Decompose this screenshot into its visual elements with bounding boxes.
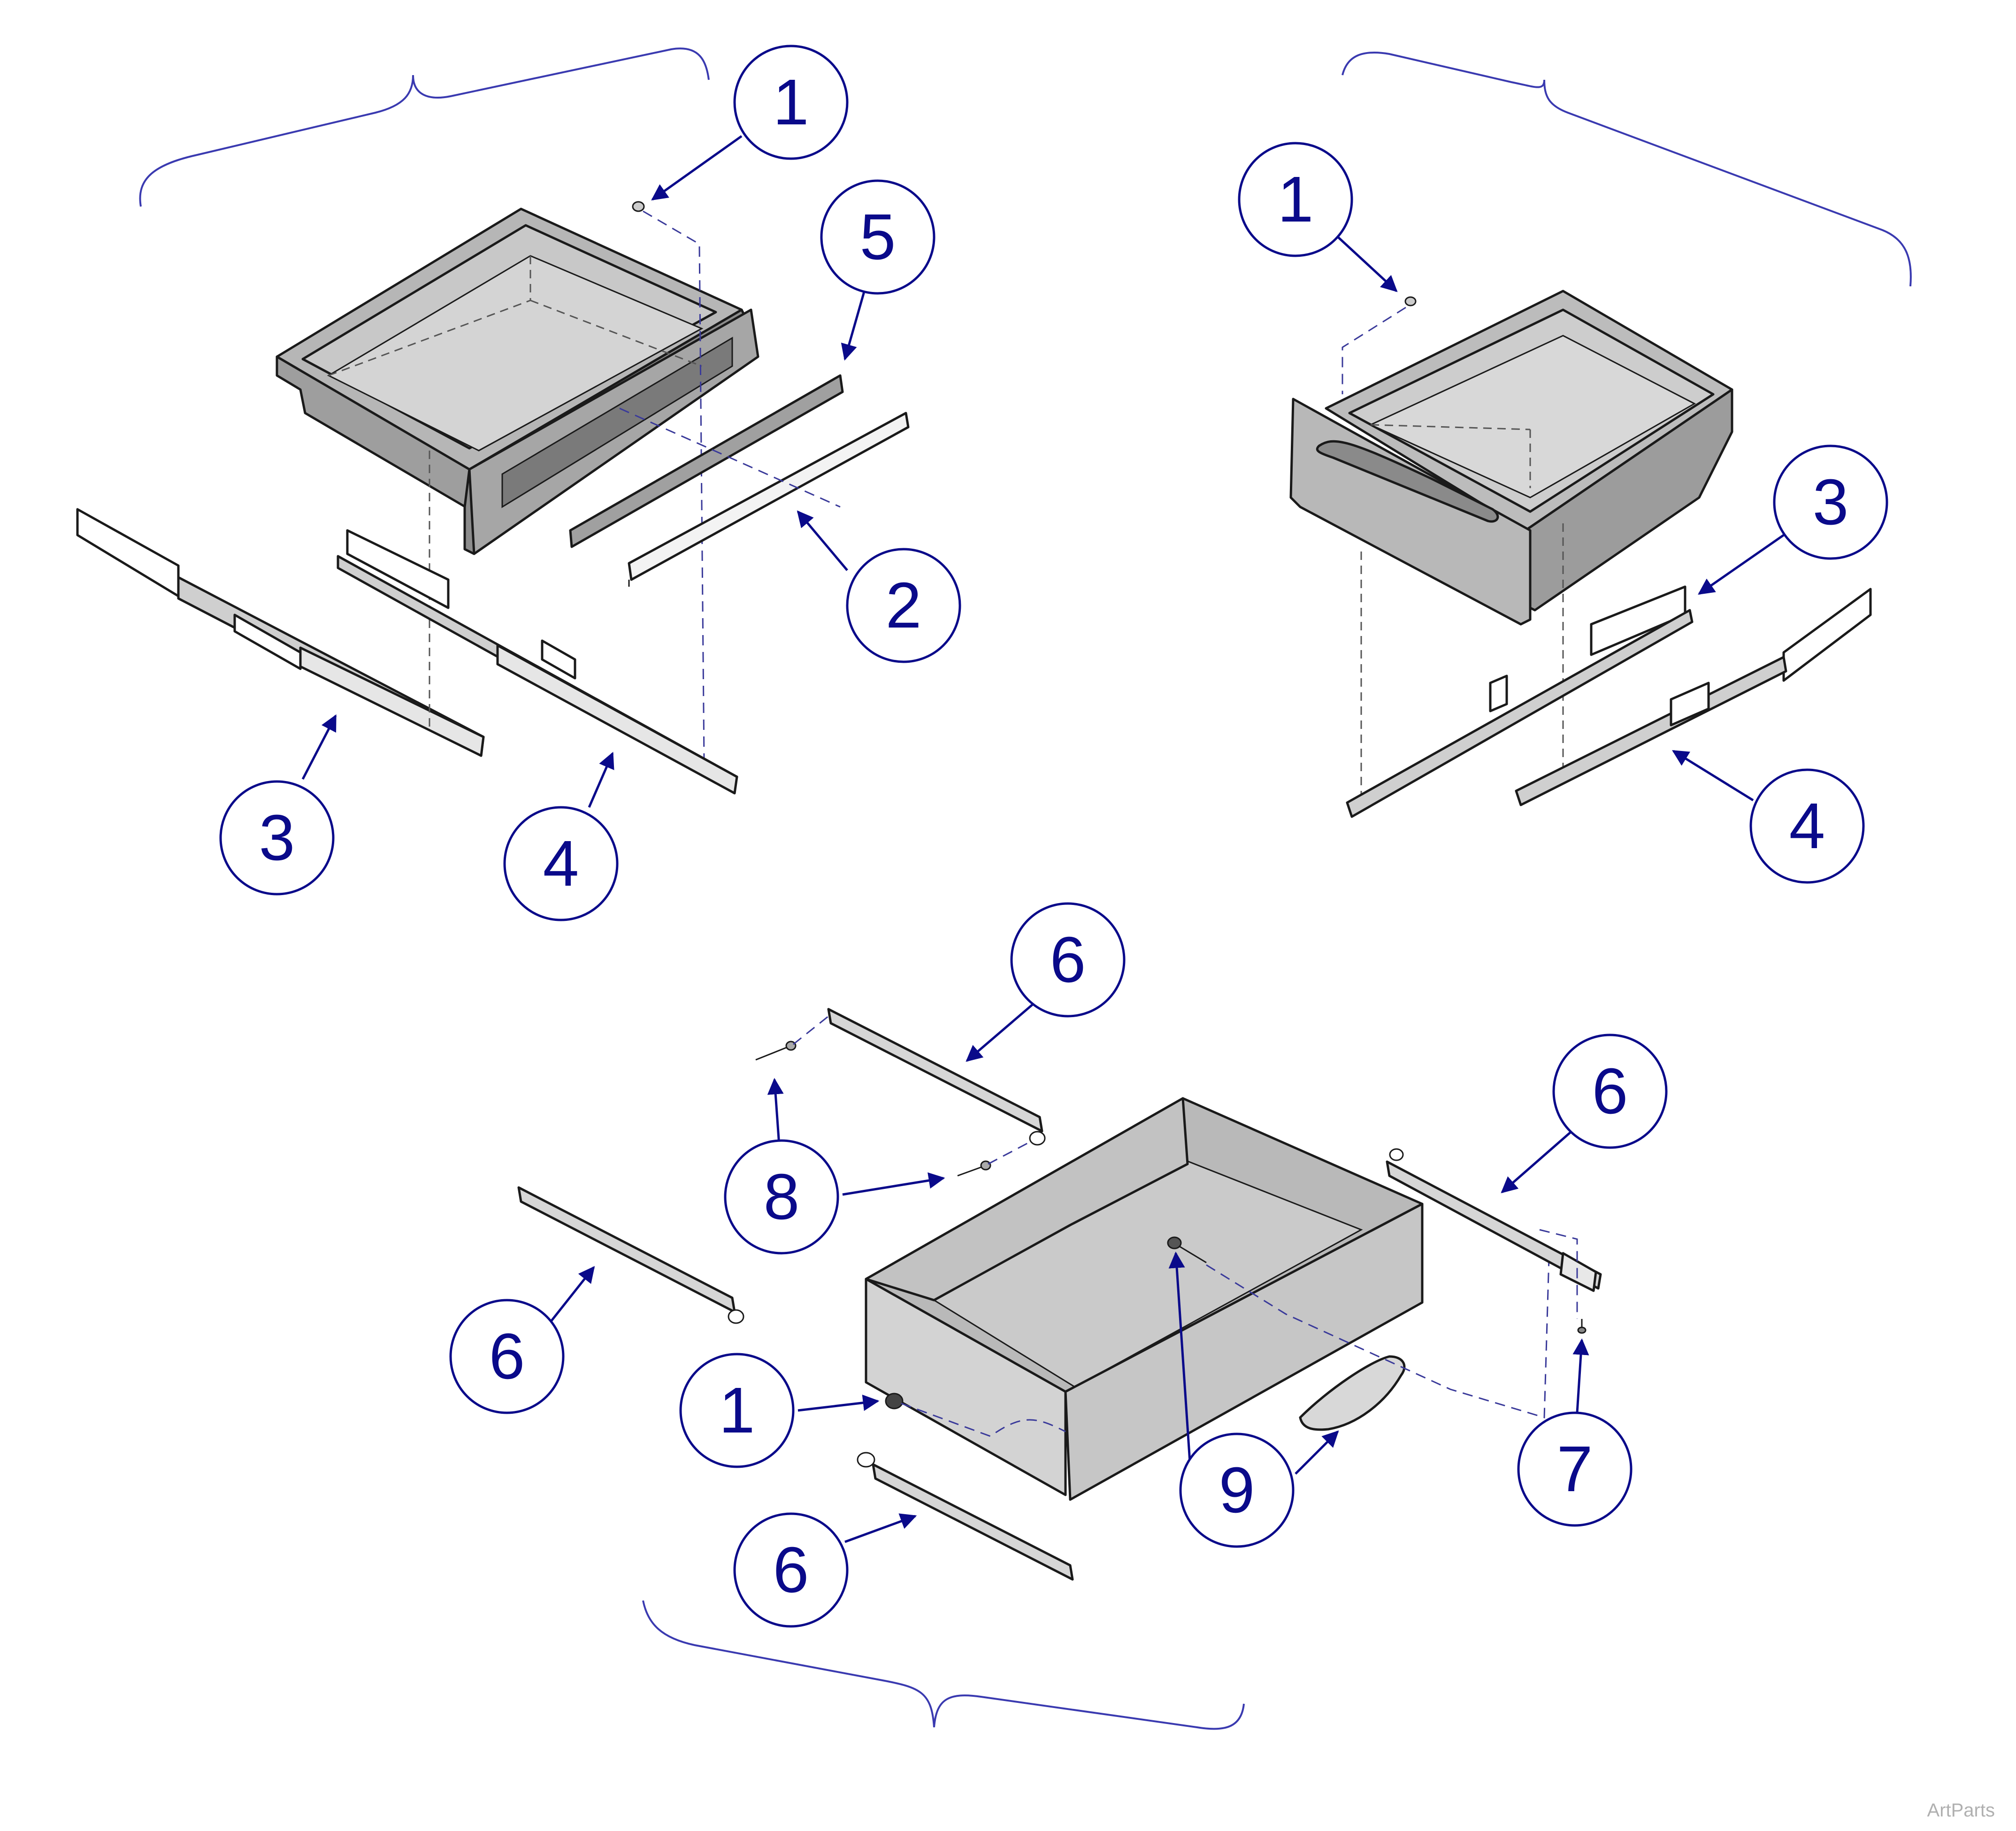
- callout-5-top-left: 5: [820, 179, 935, 295]
- callout-8-bottom: 8: [724, 1139, 839, 1255]
- watermark-text: ArtParts: [1927, 1800, 1995, 1821]
- drawer-tub-top-right: [1289, 290, 1733, 626]
- svg-text:3: 3: [259, 802, 295, 874]
- callout-7-bottom: 7: [1517, 1411, 1633, 1527]
- slide-rail-3-top-right: [1346, 585, 1694, 818]
- svg-text:8: 8: [764, 1161, 800, 1233]
- brace-top-left: [139, 47, 710, 207]
- callout-4-top-right: 4: [1749, 768, 1865, 884]
- drawer-tub-top-left: [276, 207, 759, 555]
- callout-6-bottom-left: 6: [449, 1299, 565, 1414]
- svg-text:1: 1: [773, 66, 809, 138]
- callout-4-top-left: 4: [503, 806, 619, 921]
- svg-text:2: 2: [886, 569, 922, 642]
- svg-text:9: 9: [1219, 1454, 1255, 1526]
- plug-top-left: [632, 201, 645, 212]
- slide-rail-4-top-left: [337, 529, 738, 795]
- callout-1-top-right: 1: [1238, 142, 1353, 257]
- screw-8-lower: [957, 1160, 991, 1177]
- slide-rail-3-top-left: [76, 451, 485, 757]
- callout-1-bottom: 1: [679, 1353, 795, 1468]
- callout-9-bottom: 9: [1179, 1433, 1295, 1548]
- svg-text:7: 7: [1557, 1433, 1593, 1505]
- plug-bottom: [885, 1393, 904, 1410]
- slide-member-6a: [827, 1008, 1046, 1146]
- screw-7: [1577, 1319, 1587, 1334]
- trim-strip-2: [628, 412, 910, 581]
- svg-text:6: 6: [773, 1534, 809, 1606]
- top-right-drawer-assembly: [1289, 290, 1872, 818]
- brace-top-right: [1341, 52, 1912, 287]
- screw-8-upper: [755, 1041, 797, 1061]
- wooden-drawer-box: [865, 1097, 1424, 1501]
- plug-top-right: [1404, 296, 1417, 306]
- svg-text:5: 5: [860, 201, 896, 273]
- callout-3-top-right: 3: [1773, 444, 1888, 560]
- brace-bottom: [642, 1600, 1245, 1730]
- callout-leaders: [301, 135, 1785, 1543]
- slide-member-6b: [517, 1186, 744, 1324]
- callout-1-top-left: 1: [733, 45, 849, 160]
- bottom-drawer-assembly: [517, 1008, 1602, 1581]
- screw-9: [1167, 1236, 1207, 1264]
- svg-text:1: 1: [1278, 163, 1314, 236]
- callout-2-top-left: 2: [846, 548, 961, 663]
- svg-text:3: 3: [1813, 466, 1849, 538]
- svg-text:6: 6: [1050, 924, 1086, 996]
- slide-member-6d: [857, 1452, 1074, 1581]
- svg-text:4: 4: [1789, 790, 1825, 862]
- svg-text:6: 6: [489, 1320, 525, 1393]
- svg-text:4: 4: [543, 827, 579, 900]
- drawer-handle-9: [1299, 1355, 1406, 1431]
- slide-rail-4-top-right: [1515, 588, 1872, 806]
- slide-member-6c: [1386, 1148, 1602, 1292]
- callout-6-bottom-lower: 6: [733, 1512, 849, 1628]
- callout-6-bottom-right: 6: [1552, 1034, 1668, 1149]
- trim-strip-5: [569, 374, 844, 548]
- callout-6-bottom-top: 6: [1010, 902, 1126, 1018]
- svg-text:6: 6: [1592, 1055, 1628, 1127]
- top-left-drawer-assembly: [76, 201, 910, 795]
- svg-text:1: 1: [719, 1374, 755, 1447]
- callout-3-top-left: 3: [219, 780, 335, 896]
